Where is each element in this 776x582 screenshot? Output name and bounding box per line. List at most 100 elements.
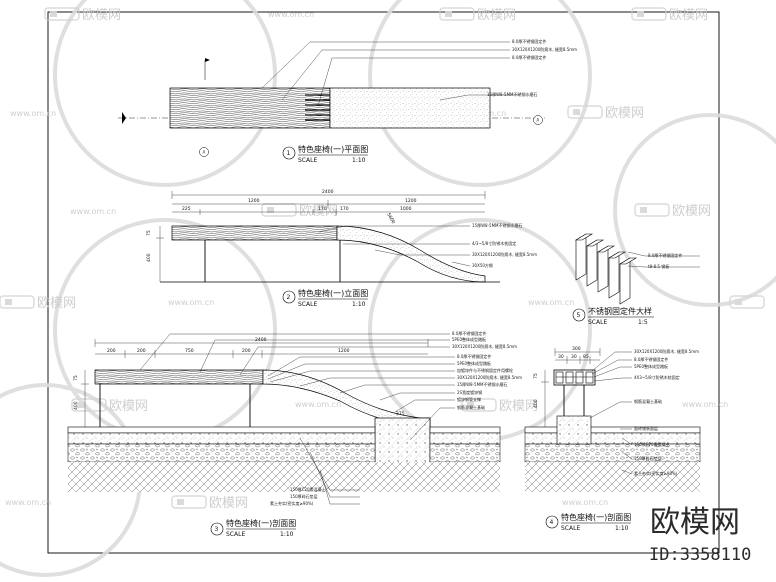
dimension-text: 2400: [322, 189, 334, 195]
elevation-callout: 30X50方钢: [472, 262, 493, 268]
section-gravel-layer: [67, 443, 376, 463]
watermark-url: www.om.cn: [682, 400, 728, 409]
section-callout: 150厚碎石垫层: [290, 493, 318, 499]
plan-steel-fixings: [305, 94, 330, 121]
section-marker-label: A: [203, 150, 206, 155]
section-concrete-layer: [67, 432, 376, 445]
dimension-text: 225: [182, 206, 191, 212]
watermark-text: 欧模网: [109, 399, 148, 414]
section-callout: 5PE0整体成型踏板: [457, 360, 491, 366]
cross-section-gravel-layer: [524, 443, 701, 463]
watermark-text: 欧模网: [477, 8, 516, 23]
view-title: 特色座椅(一)平面图: [298, 144, 368, 154]
section-terrazzo-curve: [262, 369, 431, 427]
cross-section-callout: 5PE0整体成型踏板: [634, 363, 668, 369]
section-callout: 30X120X1200防腐木, 缝宽8.5mm: [452, 343, 517, 349]
dimension-text: 5600: [385, 212, 396, 225]
elevation-terrazzo-curve: [336, 225, 486, 283]
view-number: 4: [550, 519, 554, 526]
section-marker-a: [533, 115, 543, 125]
plan-wood-area: [169, 87, 331, 129]
dimension-text: 85: [583, 354, 589, 360]
watermark-url: www.om.cn: [70, 207, 116, 216]
section-soil-layer: [68, 462, 500, 492]
fixing-detail-view: 8.0厚不锈钢固定件 t8-8.5 钢板 5 不锈钢固定件大样 SCALE 1:…: [572, 233, 700, 326]
section-callout: 2S宽度镀锌钢: [457, 389, 482, 395]
dimension-text: 200: [137, 348, 146, 354]
watermark-url: www.om.cn: [528, 298, 574, 307]
elevation-view: 2400 1200 1200 225 170 170 1000 400 75 5…: [146, 189, 537, 308]
detail-callout: t8-8.5 钢板: [648, 263, 669, 269]
elevation-callout: 15厚W8-5MM不锈钢水磨石: [472, 222, 522, 228]
cross-section-view: 300 30 30 85 75 400 30X120X120: [524, 346, 701, 532]
watermark-text: 欧模网: [605, 106, 644, 121]
scale-value: 1:5: [638, 319, 648, 326]
view-title: 不锈钢固定件大样: [588, 306, 652, 316]
view-number: 3: [215, 526, 219, 533]
dimension-text: 750: [185, 348, 194, 354]
elevation-wood-top: [171, 225, 338, 241]
dimension-text: 75: [146, 230, 152, 236]
section-callout: 30X120X1200防腐木, 缝宽8.5mm: [457, 374, 522, 380]
view-title: 特色座椅(一)立面图: [298, 288, 368, 298]
plan-callout: 8.0厚不锈钢固定件: [512, 38, 546, 44]
watermark-text: 欧模网: [299, 204, 338, 219]
watermark-url: www.om.cn: [295, 400, 341, 409]
watermark-text: 欧模网: [669, 8, 708, 23]
dimension-text: 375: [396, 411, 405, 417]
watermark-text: 欧模网: [499, 399, 538, 414]
view-number-circle: [282, 290, 296, 304]
watermark-url: www.om.cn: [10, 109, 56, 118]
cross-section-callout: 面砖铺装面层: [634, 425, 658, 431]
view-number: 2: [287, 294, 291, 301]
plan-callout: 8.0厚不锈钢固定件: [512, 54, 546, 60]
brand-block: 欧模网 ID:3358110: [649, 505, 751, 565]
elevation-callout: 30X120X1200防腐木, 缝宽8.5mm: [472, 251, 537, 257]
dimension-text: 400: [533, 399, 539, 408]
section-wood-top: [94, 369, 264, 385]
section-marker-label: A: [537, 118, 540, 123]
watermark-url: www.om.cn: [562, 498, 608, 507]
dimension-text: 400: [73, 401, 79, 410]
cross-section-callout: 30X120X1200防腐木, 缝宽8.5mm: [634, 348, 699, 354]
cross-section-slats: [555, 371, 594, 384]
section-callout: 5PE0整体成型踏板: [452, 336, 486, 342]
cross-section-callout: 150厚碎石垫层: [634, 455, 662, 461]
plan-callout: 15厚W8-5MM不锈钢水磨石: [487, 91, 537, 97]
cross-section-callout: 8.0厚不锈钢固定件: [634, 356, 668, 362]
watermark-text: 欧模网: [37, 296, 76, 311]
scale-label: SCALE: [561, 525, 580, 532]
view-number-circle: [572, 308, 586, 322]
sheet-border: [47, 11, 720, 554]
scale-value: 1:10: [352, 157, 366, 164]
detail-callout: 8.0厚不锈钢固定件: [648, 252, 682, 258]
section-callout: 钢筋混凝土基础: [457, 404, 485, 410]
fixing-plates: [574, 233, 638, 305]
view-title: 特色座椅(一)剖面图: [226, 518, 296, 528]
section-callout: 150厚C20素混凝土: [290, 486, 326, 492]
brand-id: ID:3358110: [649, 545, 751, 565]
dimension-text: 75: [533, 373, 539, 379]
section-callout: 8.0厚不锈钢固定件: [452, 330, 486, 336]
dimension-text: 75: [73, 375, 79, 381]
dimension-text: 1000: [400, 206, 412, 212]
watermark-text: 欧模网: [672, 204, 711, 219]
cross-section-callout: 150厚C20素混凝土: [634, 441, 670, 447]
cross-section-callout: 钢筋混凝土基础: [634, 398, 662, 404]
view-number-circle: [545, 515, 559, 529]
brand-name: 欧模网: [650, 505, 740, 540]
watermark-text: 欧模网: [209, 496, 248, 511]
dimension-text: 200: [107, 348, 116, 354]
scale-label: SCALE: [298, 301, 317, 308]
section-callout: 15厚W8-5MM不锈钢水磨石: [457, 381, 507, 387]
cross-section-paving: [524, 426, 701, 434]
dimension-text: 170: [340, 206, 349, 212]
plan-view: A A 8.0厚不锈钢固定件 30X120X1200防腐木, 缝宽8.5mm 8…: [118, 38, 577, 164]
cross-section-callout: 4X3~5/8寸防锈木枕固定: [634, 374, 680, 380]
section-concrete-layer: [429, 432, 501, 445]
dimension-text: 30: [571, 354, 577, 360]
scale-value: 1:10: [280, 531, 294, 538]
dimension-text: 400: [146, 253, 152, 262]
elevation-dimensions: [156, 191, 486, 282]
